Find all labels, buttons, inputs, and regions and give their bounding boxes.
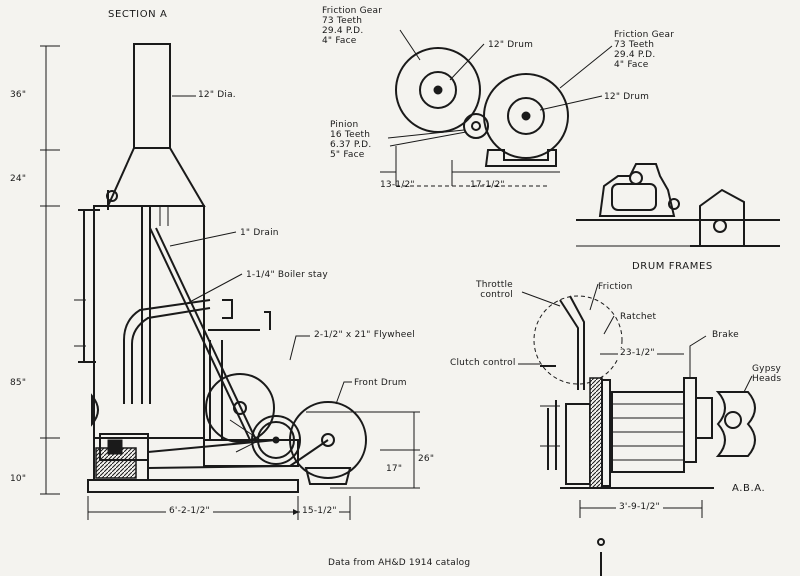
- initials: A.B.A.: [732, 483, 766, 494]
- drain-label: 1" Drain: [240, 228, 279, 238]
- drum-frames-view: [576, 163, 780, 247]
- fire-door: [91, 393, 99, 427]
- friction-gear-right-label: Friction Gear 73 Teeth 29.4 P.D. 4" Face: [614, 30, 675, 70]
- dim-gear-right-span: 17-1/2": [470, 180, 505, 190]
- friction-gear-left-label: Friction Gear 73 Teeth 29.4 P.D. 4" Face: [322, 6, 383, 46]
- stack-cone: [106, 147, 206, 207]
- front-drum-label: Front Drum: [354, 378, 407, 388]
- section-title: SECTION A: [108, 9, 168, 20]
- flywheel-swing-circle: [533, 295, 623, 385]
- friction-label: Friction: [598, 282, 633, 292]
- pinion-label: Pinion 16 Teeth 6.37 P.D. 5" Face: [330, 120, 372, 160]
- steam-pipe: [123, 299, 211, 404]
- throttle-control-label: Throttle control: [476, 280, 513, 300]
- section-a-view: [40, 43, 420, 520]
- dim-26: 26": [418, 454, 435, 464]
- rear-drum: [205, 373, 275, 443]
- stack-dia-label: 12" Dia.: [198, 90, 236, 100]
- gear-stack: [565, 403, 591, 485]
- gypsy-heads-label: Gypsy Heads: [752, 364, 782, 384]
- drum-frames-label: DRUM FRAMES: [632, 261, 713, 272]
- dim-overall-width: 3'-9-1/2": [616, 502, 663, 512]
- friction-gear-left: [395, 47, 481, 133]
- boiler-stay-label: 1-1/4" Boiler stay: [246, 270, 328, 280]
- gypsy-head: [715, 391, 756, 457]
- flywheel: [251, 415, 301, 465]
- friction-gear-edge: [589, 377, 603, 489]
- pinion-gear: [463, 113, 489, 139]
- friction-gear-view: [380, 29, 613, 187]
- brake-band: [683, 377, 697, 463]
- dim-24: 24": [10, 174, 27, 184]
- dim-36: 36": [10, 90, 27, 100]
- smoke-stack: [133, 43, 171, 149]
- drum-12-left-label: 12" Drum: [488, 40, 534, 50]
- brake-label: Brake: [712, 330, 739, 340]
- boiler-stay: [149, 227, 251, 441]
- base-skid: [87, 479, 299, 493]
- drum-12-right-label: 12" Drum: [604, 92, 650, 102]
- flywheel-label: 2-1/2" x 21" Flywheel: [314, 330, 415, 340]
- clutch-control-label: Clutch control: [450, 358, 516, 368]
- dim-base-length: 6'-2-1/2": [166, 506, 213, 516]
- front-drum: [289, 401, 367, 479]
- dim-17: 17": [386, 464, 403, 474]
- ratchet-label: Ratchet: [620, 312, 657, 322]
- dim-10: 10": [10, 474, 27, 484]
- dim-gear-left-span: 13-1/2": [380, 180, 415, 190]
- dim-drum-offset: 15-1/2": [300, 506, 339, 516]
- dim-85: 85": [10, 378, 27, 388]
- internal-pipe: [141, 206, 151, 404]
- caption: Data from AH&D 1914 catalog: [328, 558, 471, 568]
- winch-front-view: [518, 283, 756, 576]
- dim-width-23: 23-1/2": [618, 348, 657, 358]
